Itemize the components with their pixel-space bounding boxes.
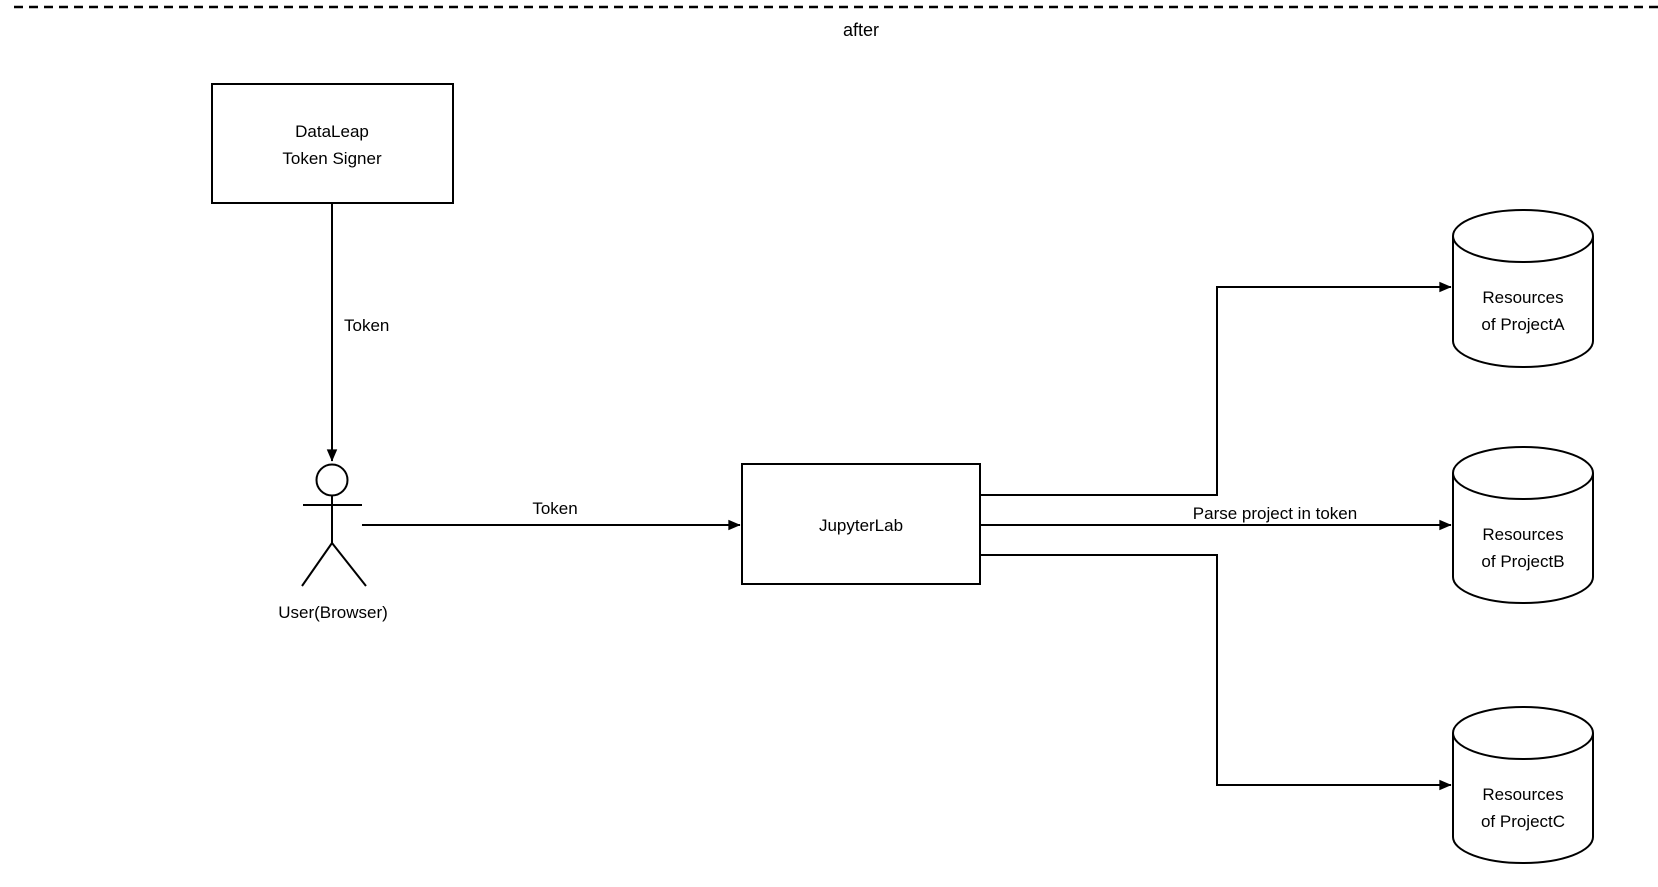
node-token-signer: DataLeap Token Signer [211,83,454,204]
node-project-b: Resources of ProjectB [1452,446,1594,604]
project-c-label-line2: of ProjectC [1481,812,1565,831]
project-b-cylinder-rim [1452,472,1594,500]
token-signer-label-line1: DataLeap [295,122,369,141]
jupyterlab-box [741,463,981,585]
actor-head [315,463,349,497]
project-c-cylinder-rim [1452,732,1594,760]
phase-divider-label: after [843,20,879,40]
project-c-label-line1: Resources [1482,785,1563,804]
edge-user-to-jupyterlab: Token [362,499,741,531]
project-a-label-line2: of ProjectA [1481,315,1565,334]
token-signer-box [211,83,454,204]
actor-right-leg [331,542,367,587]
project-b-label-line1: Resources [1482,525,1563,544]
project-a-label-line1: Resources [1482,288,1563,307]
edge-jupyterlab-to-project-a [980,281,1452,496]
edge-jupyterlab-to-project-b: Parse project in token [980,504,1452,531]
node-jupyterlab: JupyterLab [741,463,981,585]
actor-left-leg [301,542,333,587]
node-project-a: Resources of ProjectA [1452,209,1594,368]
project-a-cylinder [1452,209,1594,368]
token-signer-label-line2: Token Signer [282,149,382,168]
jupyterlab-label: JupyterLab [819,516,903,535]
edge-jupyterlab-to-project-c [980,554,1452,791]
node-project-c: Resources of ProjectC [1452,706,1594,864]
project-c-cylinder [1452,706,1594,864]
edge-user-to-jupyterlab-label: Token [532,499,577,518]
edge-signer-to-user-label: Token [344,316,389,335]
project-a-cylinder-rim [1452,235,1594,263]
edge-jupyterlab-to-project-b-label: Parse project in token [1193,504,1357,523]
project-b-label-line2: of ProjectB [1481,552,1564,571]
node-user-actor: User(Browser) [278,463,388,622]
project-b-cylinder [1452,446,1594,604]
user-label: User(Browser) [278,603,388,622]
edge-signer-to-user: Token [326,203,389,462]
